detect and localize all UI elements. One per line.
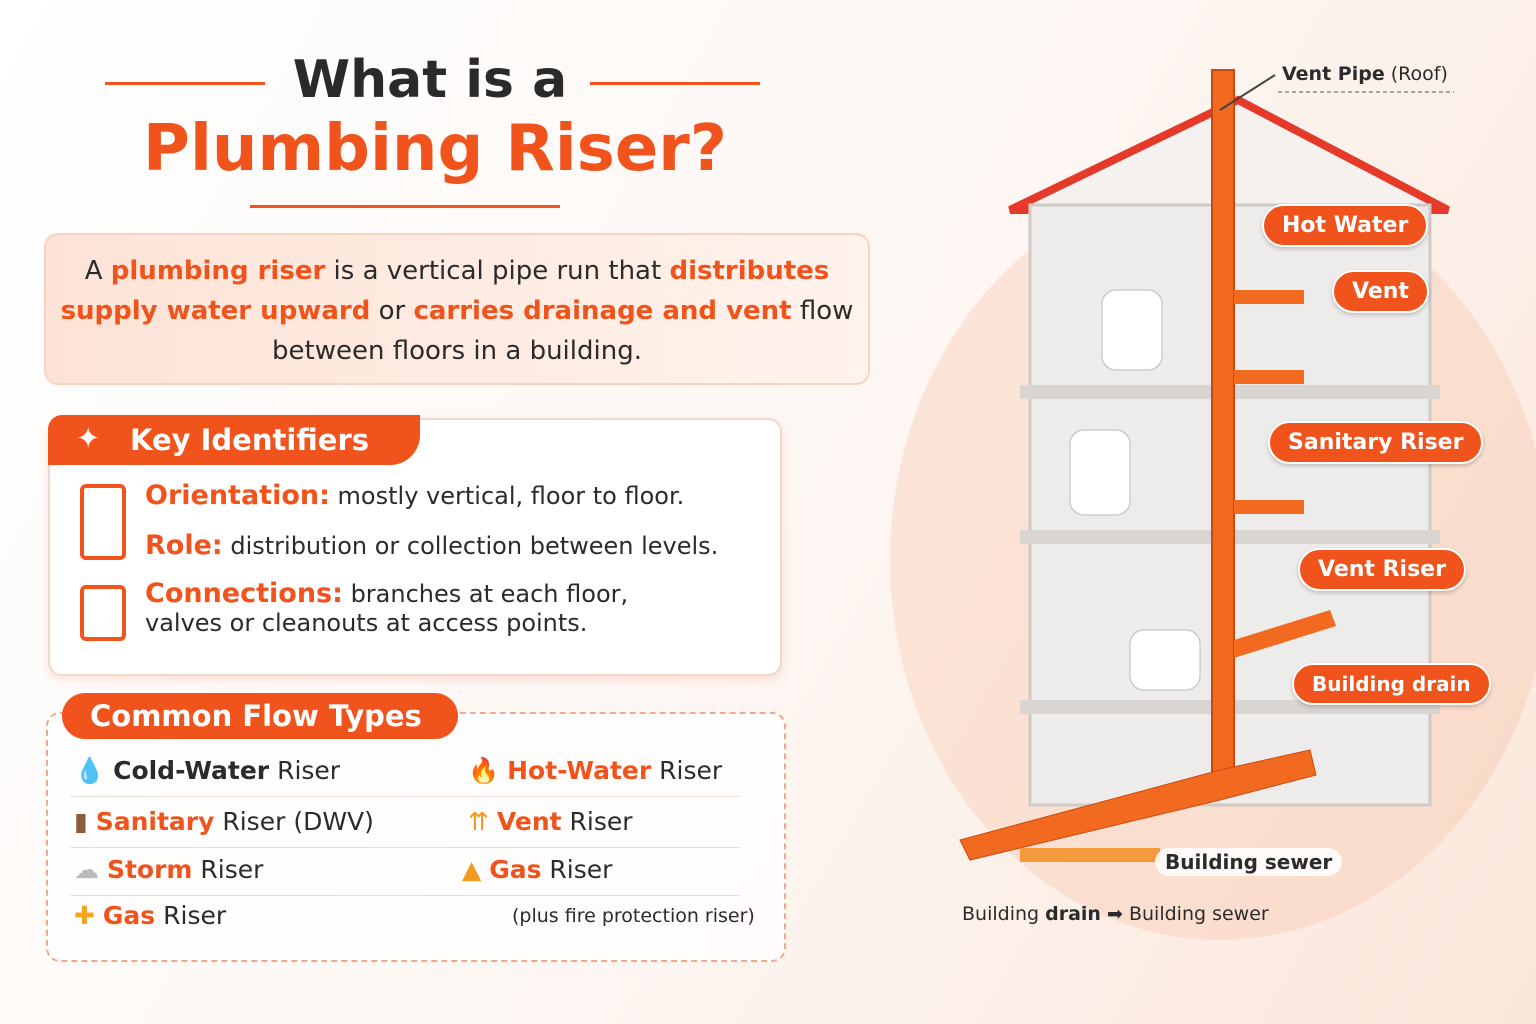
building-drain-pipe (959, 749, 1317, 861)
caption-text: Building sewer (1122, 903, 1269, 925)
pipe-icon: ▮ (74, 807, 88, 836)
branch-pipe (1234, 500, 1304, 514)
branch-pipe (1234, 290, 1304, 304)
label-text: Vent Pipe (1282, 63, 1385, 85)
label-vent: Vent (1332, 270, 1429, 313)
toilet-fixture (1069, 429, 1131, 516)
branch-pipe (1234, 610, 1336, 658)
title-rule-left (105, 82, 265, 85)
intro-text: is a vertical pipe run that (325, 256, 670, 286)
flow-item-gas: ▲ Gas Riser (462, 855, 612, 884)
intro-text: flow between floors in a building. (272, 296, 854, 366)
flow-rest: Riser (DWV) (214, 807, 374, 836)
title-rule-right (590, 82, 760, 85)
leader-line (1219, 74, 1276, 111)
cloud-icon: ☁ (74, 855, 99, 884)
flow-item-storm: ☁ Storm Riser (74, 855, 263, 884)
flow-key: Sanitary (95, 807, 215, 836)
flow-rest: Riser (269, 756, 341, 785)
toilet-fixture (1129, 629, 1201, 691)
flow-item-vent: ⇈ Vent Riser (468, 807, 633, 836)
flow-key: Gas (102, 901, 156, 930)
definition-box: A plumbing riser is a vertical pipe run … (44, 233, 870, 385)
identifier-label: Orientation: (145, 480, 330, 511)
intro-text: or (370, 296, 414, 326)
branch-pipe (1234, 370, 1304, 384)
flow-rest: Riser (192, 855, 264, 884)
identifier-label: Connections: (145, 578, 343, 609)
title-line-1: What is a (292, 50, 568, 110)
ruler-icon (80, 484, 126, 560)
caption-text: drain (1045, 903, 1101, 925)
flow-item-sanitary: ▮ Sanitary Riser (DWV) (74, 807, 374, 836)
toilet-fixture (1101, 289, 1163, 371)
identifier-text: distribution or collection between level… (222, 532, 719, 560)
title-line-2: Plumbing Riser? (143, 112, 727, 186)
intro-highlight: distributes supply water upward (60, 256, 830, 326)
vertical-riser-pipe (1211, 69, 1235, 791)
flow-item-cold-water: 💧 Cold-Water Riser (74, 756, 340, 786)
caption-text: Building (962, 903, 1046, 925)
identifier-text: branches at each floor, (342, 580, 629, 608)
label-sub: (Roof) (1384, 63, 1448, 85)
identifier-text: mostly vertical, floor to floor. (329, 482, 685, 510)
gas-tank-icon: ▲ (462, 855, 482, 884)
flow-rest: Riser (651, 756, 723, 785)
flow-key: Gas (489, 855, 542, 884)
flow-item-hot-water: 🔥 Hot-Water Riser (468, 756, 722, 786)
intro-text: A (84, 256, 111, 286)
flow-note: (plus fire protection riser) (512, 905, 755, 927)
water-drop-icon: 💧 (74, 756, 106, 785)
flow-key: Vent (496, 807, 562, 836)
label-hot-water: Hot Water (1262, 204, 1429, 247)
flow-key: Storm (106, 855, 193, 884)
divider (70, 847, 740, 848)
intro-highlight: carries drainage and vent (413, 296, 792, 326)
flow-caption: Building drain ➡ Building sewer (962, 903, 1269, 925)
flow-key: Cold-Water (113, 756, 270, 785)
arrow-right-icon: ➡ (1107, 903, 1123, 925)
vent-arrows-icon: ⇈ (468, 807, 489, 836)
identifier-label: Role: (145, 530, 223, 561)
label-sanitary-riser: Sanitary Riser (1268, 421, 1484, 464)
divider (70, 796, 740, 797)
intro-highlight: plumbing riser (110, 256, 326, 286)
identifier-text: valves or cleanouts at access points. (145, 609, 588, 637)
identifier-connections: Connections: branches at each floor,valv… (145, 578, 628, 637)
label-vent-riser: Vent Riser (1298, 548, 1466, 591)
flow-types-heading: Common Flow Types (62, 693, 458, 739)
key-identifiers-heading: ✦ Key Identifiers (48, 415, 420, 465)
flow-rest: Riser (561, 807, 633, 836)
identifier-orientation: Orientation: mostly vertical, floor to f… (145, 480, 684, 511)
building-sewer-pipe (1020, 848, 1160, 862)
label-vent-pipe: Vent Pipe (Roof) (1282, 63, 1448, 85)
sparkle-icon: ✦ (76, 421, 101, 455)
flame-icon: 🔥 (468, 756, 500, 785)
branch-fitting-icon (80, 585, 126, 641)
flow-key: Hot-Water (507, 756, 652, 785)
riser-house-diagram (890, 69, 1536, 940)
flow-item-gas-2: ✚ Gas Riser (74, 901, 226, 930)
title-underline (250, 205, 560, 208)
flow-rest: Riser (155, 901, 227, 930)
label-building-sewer: Building sewer (1155, 848, 1343, 876)
identifier-role: Role: distribution or collection between… (145, 530, 718, 561)
label-building-drain: Building drain (1292, 663, 1491, 705)
heading-text: Key Identifiers (130, 423, 370, 457)
flow-rest: Riser (541, 855, 613, 884)
gas-valve-icon: ✚ (74, 901, 95, 930)
divider (70, 895, 740, 896)
